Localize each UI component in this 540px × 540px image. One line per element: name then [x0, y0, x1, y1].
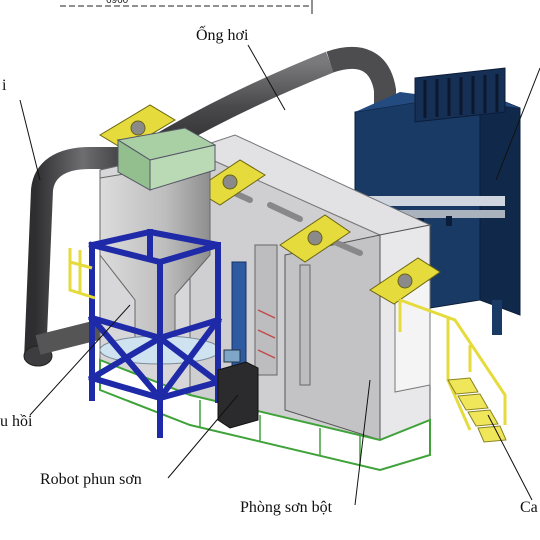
access-stairs [398, 298, 507, 443]
blue-frame [87, 228, 223, 438]
yellow-gables [99, 104, 441, 305]
label-left-top-fragment: i [2, 77, 7, 94]
leader-lines [19, 44, 540, 506]
left-railing [68, 248, 96, 300]
label-thu-hoi-fragment: u hồi [0, 413, 33, 430]
label-phong-son-bot: Phòng sơn bột [240, 499, 333, 516]
label-robot-phun-son: Robot phun sơn [40, 471, 142, 488]
dimension-line [60, 0, 313, 14]
label-ong-hoi: Ống hơi [196, 27, 249, 44]
label-right-bottom-fragment: Ca [520, 499, 538, 516]
dimension-text: 6960 [106, 0, 129, 6]
